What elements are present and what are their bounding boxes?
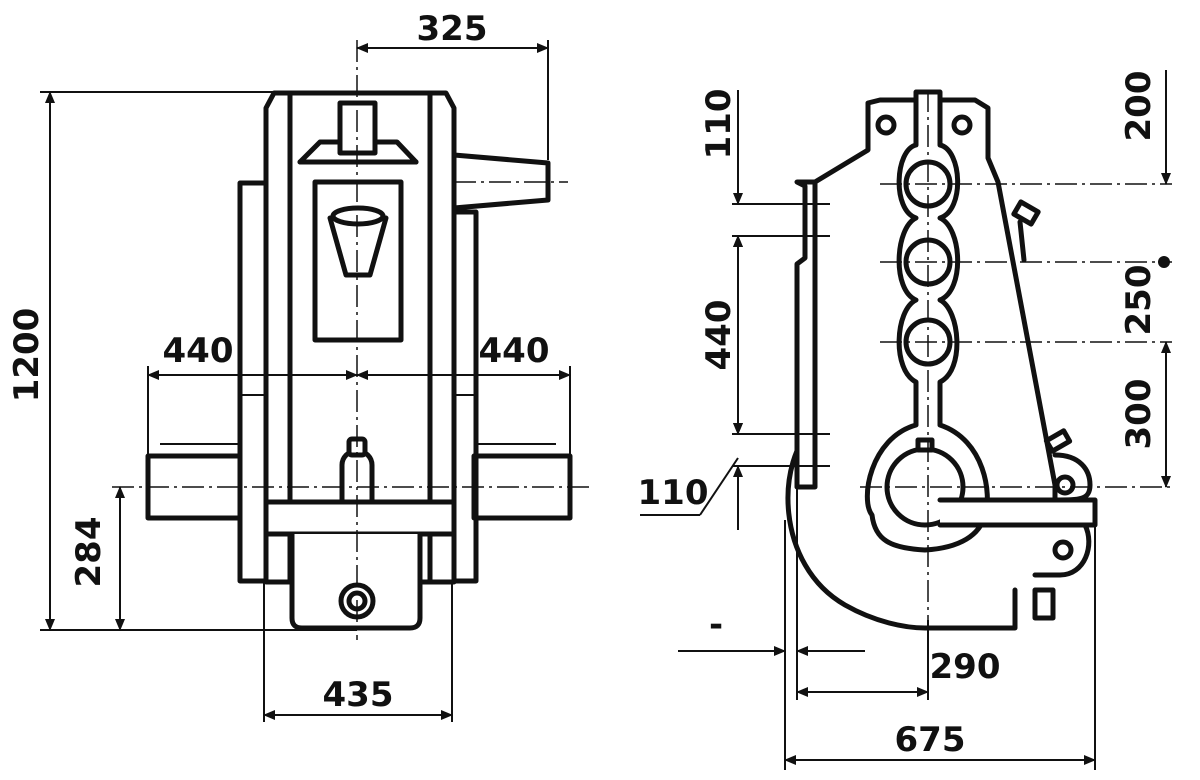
side-dimensions: 110 440 110 200 250 300 - 290 675 (638, 70, 1171, 770)
dim-440-side: 440 (699, 300, 739, 371)
left-side-flange (237, 180, 269, 584)
inspection-window (312, 179, 404, 343)
drain-plug-side (1032, 587, 1056, 621)
dim-300: 300 (1119, 379, 1159, 450)
dim-675: 675 (895, 720, 966, 760)
dim-110-top: 110 (699, 89, 739, 160)
side-housing (812, 97, 1058, 503)
dim-284: 284 (69, 517, 109, 588)
dim-110-lower: 110 (638, 473, 709, 513)
dim-250: 250 (1119, 265, 1159, 336)
breather-fitting (1011, 199, 1041, 227)
dim-440-left: 440 (163, 331, 234, 371)
dim-325: 325 (417, 9, 488, 49)
side-view (785, 89, 1172, 640)
end-cover (794, 179, 818, 490)
dim-small-offset: - (709, 605, 723, 645)
base-pedestal (289, 531, 423, 631)
dim-290: 290 (930, 647, 1001, 687)
dim-1200: 1200 (7, 308, 47, 403)
cross-beam (263, 499, 457, 537)
top-input-shaft (451, 152, 551, 211)
dim-200: 200 (1119, 71, 1159, 142)
dim-440-right: 440 (479, 331, 550, 371)
foot-flange (937, 497, 1098, 528)
right-output-shaft (471, 453, 573, 521)
bolt-icon (875, 114, 897, 136)
dim-435: 435 (323, 675, 394, 715)
front-dimensions: 325 1200 440 440 284 435 (7, 9, 571, 722)
